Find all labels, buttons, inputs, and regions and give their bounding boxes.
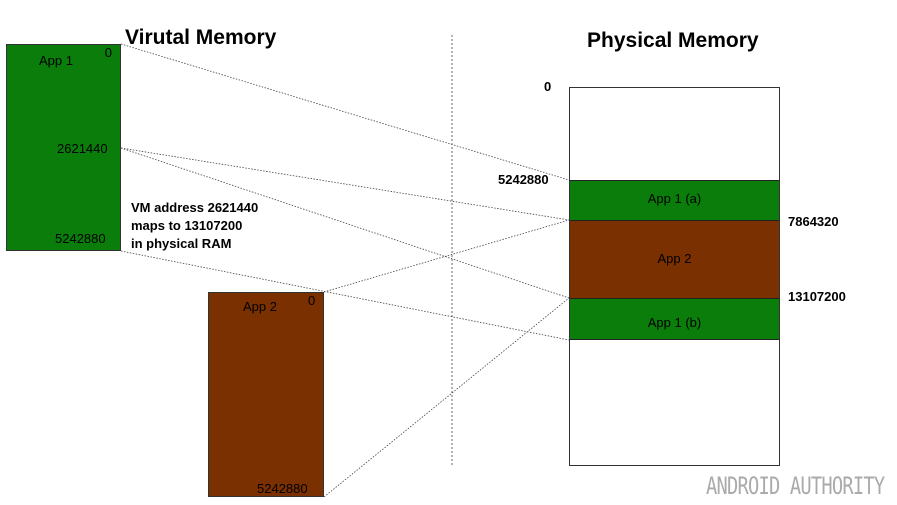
map-line-app1-mid-b xyxy=(120,147,570,299)
note-line-1: VM address 2621440 xyxy=(131,200,259,215)
vm-app2-end-addr: 5242880 xyxy=(257,481,308,496)
map-line-app1-mid-a xyxy=(120,147,570,221)
mapping-note: VM address 2621440 maps to 13107200 in p… xyxy=(131,199,258,253)
vm-app1-start-addr: 0 xyxy=(104,45,112,60)
virtual-memory-heading: Virutal Memory xyxy=(125,26,277,49)
pm-seg-app2-label: App 2 xyxy=(657,251,692,266)
watermark-logo: ANDROID AUTHORITY xyxy=(706,472,885,500)
vm-app1-block: App 1 0 xyxy=(6,44,121,251)
vm-app1-end-addr: 5242880 xyxy=(55,231,106,246)
map-line-app1-start xyxy=(120,43,570,181)
note-line-3: in physical RAM xyxy=(131,236,232,251)
physical-memory-heading: Physical Memory xyxy=(587,29,759,52)
map-line-app2-start xyxy=(323,219,570,293)
pm-seg-app1a: App 1 (a) xyxy=(570,180,779,220)
vm-app1-mid-addr: 2621440 xyxy=(57,141,108,156)
pm-seg-app1b-label: App 1 (b) xyxy=(647,315,702,330)
pm-addr-b: 7864320 xyxy=(788,214,839,229)
pm-addr-0: 0 xyxy=(544,79,552,94)
pm-seg-app1b: App 1 (b) xyxy=(570,298,779,340)
vm-app2-start-addr: 0 xyxy=(308,293,316,308)
map-line-app1-end xyxy=(120,250,570,341)
pm-addr-a: 5242880 xyxy=(498,172,549,187)
pm-block: App 1 (a) App 2 App 1 (b) xyxy=(569,87,780,466)
pm-seg-app1a-label: App 1 (a) xyxy=(647,191,702,206)
vm-app2-block: App 2 xyxy=(208,292,324,497)
map-line-app2-end xyxy=(323,297,570,498)
note-line-2: maps to 13107200 xyxy=(131,218,243,233)
pm-seg-app2: App 2 xyxy=(570,220,779,298)
pm-addr-c: 13107200 xyxy=(788,289,846,304)
vm-app1-label: App 1 xyxy=(39,53,73,68)
vm-app2-label: App 2 xyxy=(243,299,277,314)
